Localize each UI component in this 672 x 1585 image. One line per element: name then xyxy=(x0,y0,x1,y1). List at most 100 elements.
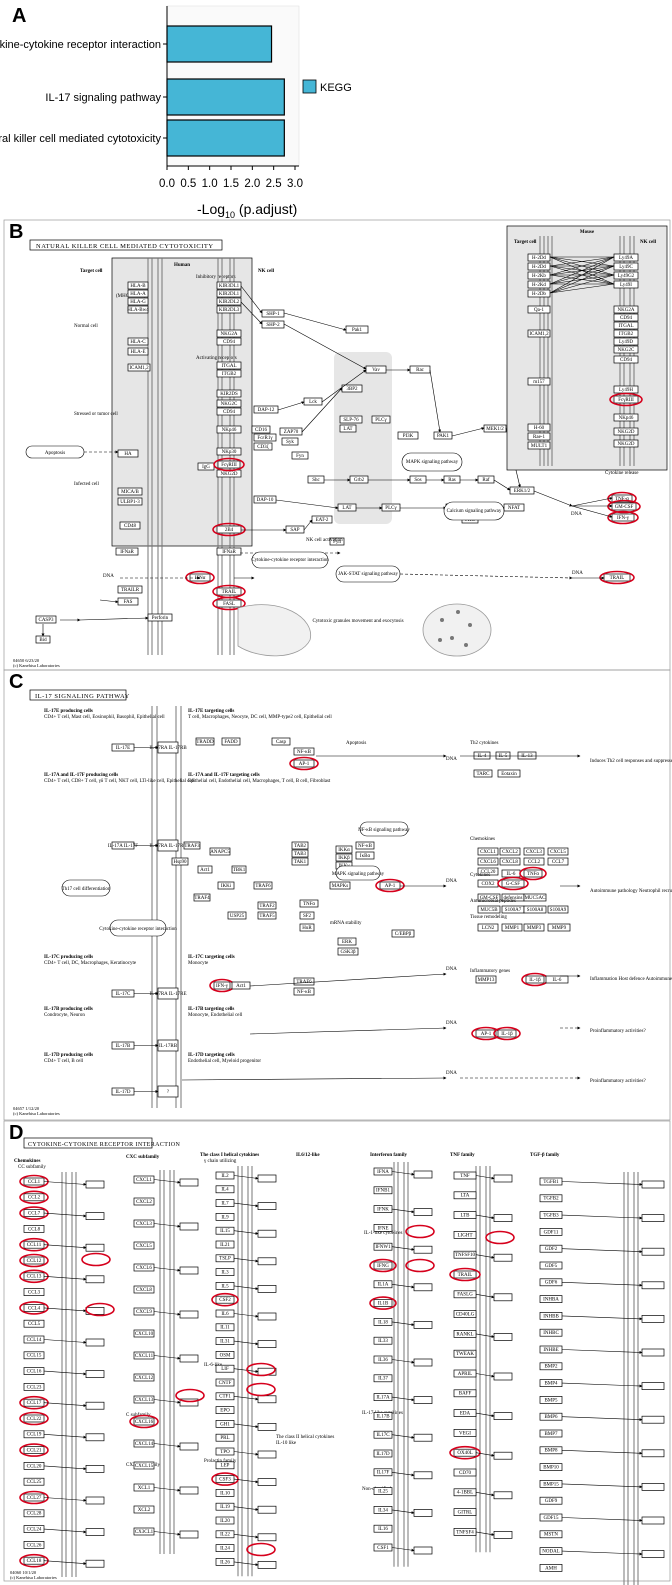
ligand-node[interactable]: VEGI xyxy=(453,1429,477,1437)
pathway-node[interactable]: MUC5AC xyxy=(523,893,547,902)
signal-node[interactable]: CD16 xyxy=(251,425,271,434)
receptor-node[interactable] xyxy=(85,1212,105,1220)
ligand-node[interactable]: GDF5 xyxy=(539,1261,563,1270)
receptor-node[interactable] xyxy=(179,1310,199,1319)
signal-node[interactable]: SHP-1 xyxy=(261,309,285,318)
ligand-node[interactable]: IL33 xyxy=(373,1336,393,1345)
receptor-node[interactable] xyxy=(257,1533,277,1542)
target-node[interactable]: ULBP1-3 xyxy=(117,497,143,506)
ligand-node[interactable]: CCL11 xyxy=(19,1237,49,1252)
receptor-node[interactable] xyxy=(413,1321,433,1329)
receptor-node[interactable] xyxy=(413,1546,433,1555)
mouse-ligand-node[interactable]: H-2Kd xyxy=(527,280,551,289)
ligand-node[interactable]: BAFF xyxy=(453,1389,477,1398)
ligand-node[interactable]: CXCL9 xyxy=(133,1307,155,1316)
nk-receptor-node[interactable]: ITGAL xyxy=(216,361,242,370)
ligand-node[interactable]: APRIL xyxy=(453,1369,477,1378)
signal-node[interactable]: PLCγ xyxy=(371,415,391,424)
ligand-node[interactable]: IL31 xyxy=(215,1337,235,1345)
ligand-node[interactable]: CXCL2 xyxy=(133,1197,155,1206)
pathway-node[interactable]: USP25 xyxy=(227,911,247,920)
ligand-node[interactable]: CCL4 xyxy=(19,1301,49,1315)
pathway-node[interactable]: IKKβ xyxy=(335,853,353,862)
target-node[interactable]: HLA-Bw4 xyxy=(127,305,149,314)
signal-node[interactable]: ZAP70 xyxy=(279,427,303,436)
nk-receptor-node[interactable]: KIR2DL2 xyxy=(216,297,242,306)
receptor-node[interactable] xyxy=(413,1396,433,1404)
ligand-node[interactable]: IL21 xyxy=(215,1240,235,1249)
mouse-receptor-node[interactable]: ITGAL xyxy=(613,321,639,330)
signal-node[interactable]: Grb2 xyxy=(349,475,369,484)
pathway-node[interactable]: CXCL6 xyxy=(477,857,499,866)
ligand-node[interactable]: BMP15 xyxy=(539,1480,563,1488)
ligand-node[interactable]: CXCL15 xyxy=(133,1461,155,1470)
receptor-node[interactable] xyxy=(257,1478,277,1486)
mouse-receptor-node[interactable]: NKG2A xyxy=(613,305,639,314)
ligand-node[interactable]: CXCL5 xyxy=(133,1241,155,1250)
signal-node[interactable]: Raf xyxy=(477,475,495,484)
ligand-node[interactable]: CCL3 xyxy=(23,1288,45,1296)
ligand-node[interactable]: IL24 xyxy=(215,1544,235,1552)
ligand-node[interactable]: LTB xyxy=(453,1211,477,1219)
receptor-node[interactable] xyxy=(257,1174,277,1183)
ligand-node[interactable]: GITRL xyxy=(453,1508,477,1516)
ligand-node[interactable]: CCL17 xyxy=(19,1395,49,1410)
ligand-node[interactable]: IFNB1 xyxy=(373,1186,393,1195)
mouse-ligand-node[interactable]: H-2Db xyxy=(527,289,551,298)
signal-node[interactable]: DAP-12 xyxy=(253,405,279,414)
signal-node[interactable]: NFAT xyxy=(503,503,525,512)
ligand-node[interactable]: CCL26 xyxy=(23,1541,45,1549)
pathway-node[interactable]: IL-4 xyxy=(473,751,491,760)
mouse-receptor-node[interactable]: Ly49H xyxy=(613,385,639,394)
pathway-node[interactable]: MAPKs xyxy=(329,881,351,890)
mapk-oval[interactable]: MAPK signaling pathway xyxy=(406,460,459,465)
signal-node[interactable]: Perforin xyxy=(147,613,173,622)
signal-node[interactable]: Lck xyxy=(303,397,323,406)
signal-node[interactable]: Syk xyxy=(281,437,299,446)
ligand-node[interactable]: CCL25 xyxy=(23,1477,45,1486)
ligand-node[interactable]: CSF1 xyxy=(373,1543,393,1552)
signal-node[interactable]: Rac xyxy=(409,365,431,374)
ligand-node[interactable]: IL-17E xyxy=(111,743,135,752)
receptor-node[interactable] xyxy=(413,1283,433,1292)
receptor-node[interactable] xyxy=(493,1412,513,1420)
nk-receptor-node[interactable]: ITGB2 xyxy=(216,369,242,378)
ligand-node[interactable]: CCL8 xyxy=(23,1225,45,1233)
receptor-node[interactable] xyxy=(257,1285,277,1293)
pathway-node[interactable]: IL-5 xyxy=(495,751,511,760)
ligand-node[interactable]: IL4 xyxy=(215,1185,235,1194)
pathway-node[interactable]: IKKα xyxy=(335,845,353,854)
pathway-oval-mapk[interactable]: MAPK signaling pathway xyxy=(332,872,385,877)
nk-receptor-node[interactable]: KIR3DL1 xyxy=(216,281,242,290)
receptor-node[interactable] xyxy=(493,1293,513,1302)
pathway-node[interactable]: MMP9 xyxy=(547,923,571,932)
ligand-node[interactable]: IL25 xyxy=(373,1487,393,1495)
ccr-oval[interactable]: Cytokine-cytokine receptor interaction xyxy=(251,558,329,563)
ligand-node[interactable]: CCL16 xyxy=(23,1367,45,1375)
signal-node[interactable]: LAT xyxy=(337,503,357,512)
ligand-node[interactable]: IL6 xyxy=(215,1309,235,1318)
ligand-node[interactable]: CCL28 xyxy=(23,1509,45,1518)
pathway-node[interactable]: IκBα xyxy=(355,851,375,860)
pathway-node[interactable]: Casp xyxy=(271,737,291,746)
receptor-node[interactable] xyxy=(493,1174,513,1183)
ligand-node[interactable]: CCL1 xyxy=(19,1174,49,1189)
receptor-node[interactable] xyxy=(257,1340,277,1348)
receptor-node[interactable] xyxy=(257,1450,277,1459)
pathway-node[interactable]: ANAPC5 xyxy=(209,847,231,856)
receptor-node[interactable] xyxy=(179,1354,199,1363)
receptor-node[interactable] xyxy=(413,1358,433,1367)
receptor-node[interactable] xyxy=(493,1214,513,1222)
ligand-node[interactable]: TGFB3 xyxy=(539,1211,563,1219)
ligand-node[interactable]: IL17A xyxy=(373,1393,393,1401)
signal-node[interactable]: DAP-10 xyxy=(253,495,277,504)
ligand-node[interactable]: XCL2 xyxy=(133,1505,155,1514)
ligand-node[interactable]: CCL15 xyxy=(23,1351,45,1360)
ligand-node[interactable]: INHBE xyxy=(539,1345,563,1354)
signal-node[interactable]: PLCγ xyxy=(381,503,401,512)
pathway-node[interactable]: TRAF5 xyxy=(257,911,277,920)
receptor-node[interactable] xyxy=(85,1401,105,1410)
mouse-ligand-node[interactable]: H-2Dd xyxy=(527,253,551,262)
ligand-node[interactable]: CXCL12 xyxy=(133,1373,155,1382)
nk-receptor-node[interactable]: CD94 xyxy=(216,407,242,416)
